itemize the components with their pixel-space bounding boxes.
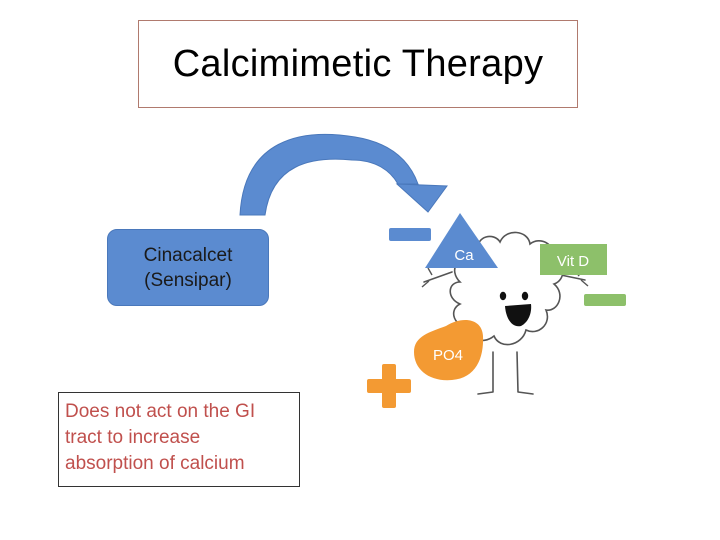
drug-box: Cinacalcet (Sensipar)	[107, 229, 269, 306]
po4-blob: PO4	[414, 320, 484, 381]
page-title: Calcimimetic Therapy	[172, 42, 544, 85]
vitd-badge: Vit D	[540, 244, 607, 275]
vitd-label: Vit D	[557, 253, 589, 270]
title-box: Calcimimetic Therapy	[138, 20, 578, 108]
po4-label: PO4	[433, 347, 463, 364]
note-box: Does not act on the GI tract to increase…	[58, 392, 300, 487]
curved-arrow-icon	[239, 134, 448, 216]
minus-icon	[584, 294, 626, 306]
drug-brand: (Sensipar)	[144, 269, 232, 291]
plus-icon	[367, 364, 411, 408]
ca-label: Ca	[454, 247, 474, 264]
note-text: Does not act on the GI tract to increase…	[65, 401, 256, 474]
drug-name: Cinacalcet	[143, 244, 233, 266]
minus-icon	[389, 228, 431, 241]
ca-triangle: Ca	[425, 213, 498, 268]
